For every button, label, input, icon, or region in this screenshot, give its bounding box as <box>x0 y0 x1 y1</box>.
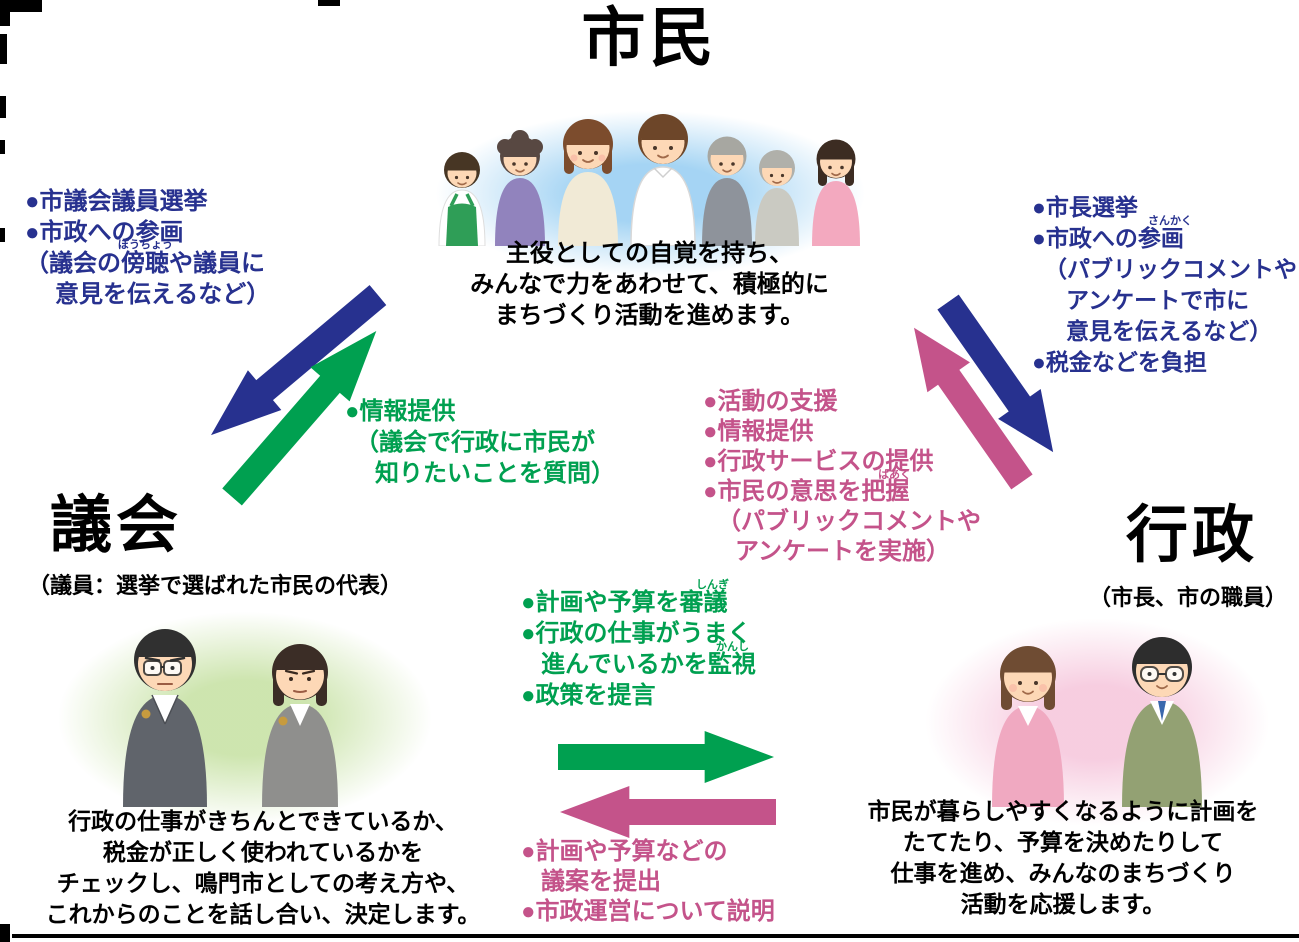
citizen-actions-to-admin-list: ●市長選挙 ●市政への参画 （パブリックコメントや アンケートで市に 意見を伝え… <box>1032 192 1297 378</box>
list-line: ●市長選挙 <box>1032 194 1138 220</box>
scan-artifact <box>0 140 5 154</box>
citizen-clerk <box>438 152 486 246</box>
list-line: 知りたいことを質問） <box>375 460 615 487</box>
council-subtitle: （議員：選挙で選ばれた市民の代表） <box>28 573 403 598</box>
list-line: 意見を伝えるなど） <box>55 281 271 308</box>
list-line: ●市政運営について説明 <box>521 898 775 925</box>
scan-artifact <box>318 0 340 6</box>
desc-line: たてたり、予算を決めたりして <box>902 829 1224 855</box>
list-line: 議案を提出 <box>541 868 661 895</box>
list-line: （議会で行政に市民が <box>355 429 595 456</box>
list-line: （パブリックコメントや <box>1044 256 1297 282</box>
citizen-woman-pink <box>812 139 860 246</box>
council-to-admin-oversight-list: ●計画や予算を審議 ●行政の仕事がうまく 進んでいるかを監視 ●政策を提言 <box>521 587 756 711</box>
list-line: ●計画や予算を審議 <box>521 589 728 616</box>
list-line: （議会の傍聴や議員に <box>25 250 265 277</box>
furigana-shingi: しんぎ <box>696 579 729 591</box>
list-line: ●行政の仕事がうまく <box>521 620 752 647</box>
arrow-admin-to-citizens <box>890 310 1045 498</box>
admin-to-citizens-support-list: ●活動の支援 ●情報提供 ●行政サービスの提供 ●市民の意思を把握 （パブリック… <box>703 387 981 567</box>
administration-title: 行政 <box>1126 501 1259 570</box>
desc-line: これからのことを話し合い、決定します。 <box>45 901 481 927</box>
arrow-citizens-to-admin <box>925 286 1077 470</box>
desc-line: 税金が正しく使われているかを <box>102 839 424 865</box>
council-member-female <box>262 644 338 807</box>
citizen-actions-to-council-list: ●市議会議員選挙 ●市政への参画 （議会の傍聴や議員に 意見を伝えるなど） <box>25 186 270 310</box>
citizen-man <box>630 114 696 246</box>
citizens-illustration <box>438 114 860 246</box>
citizens-title: 市民 <box>581 2 718 74</box>
citizen-girl <box>558 119 618 246</box>
list-line: アンケートで市に <box>1066 287 1250 313</box>
scan-artifact <box>0 0 10 26</box>
list-line: 進んでいるかを監視 <box>541 651 756 678</box>
council-description: 行政の仕事がきちんとできているか、 税金が正しく使われているかを チェックし、鳴… <box>8 806 518 930</box>
council-member-male <box>123 629 207 807</box>
furigana-bouchou: ぼうちょう <box>118 239 173 251</box>
council-illustration <box>123 629 338 807</box>
administration-illustration <box>992 637 1202 807</box>
admin-to-council-proposal-list: ●計画や予算などの 議案を提出 ●市政運営について説明 <box>521 837 775 927</box>
arrow-admin-to-council <box>558 784 776 840</box>
administration-subtitle: （市長、市の職員） <box>1089 585 1288 610</box>
citizen-elderly-man <box>702 136 752 246</box>
scan-artifact <box>0 0 42 12</box>
list-line: ●政策を提言 <box>521 682 656 709</box>
citizen-older-woman <box>495 130 545 246</box>
list-line: ●市議会議員選挙 <box>25 188 208 215</box>
list-line: ●行政サービスの提供 <box>703 448 934 475</box>
list-line: ●税金などを負担 <box>1032 349 1207 375</box>
furigana-sankaku: さんかく <box>1148 215 1192 227</box>
list-line: ●市政への参画 <box>25 219 184 246</box>
list-line: ●計画や予算などの <box>521 838 728 865</box>
arrow-council-to-admin <box>558 729 776 785</box>
administration-glow <box>895 600 1299 845</box>
list-line: 意見を伝えるなど） <box>1066 318 1273 344</box>
furigana-haaku: はあく <box>878 469 911 481</box>
administration-description: 市民が暮らしやすくなるように計画を たてたり、予算を決めたりして 仕事を進め、み… <box>822 796 1299 920</box>
desc-line: まちづくり活動を進めます。 <box>494 302 805 329</box>
list-line: （パブリックコメントや <box>717 508 981 535</box>
council-glow <box>25 593 465 843</box>
arrow-council-to-citizens <box>211 311 399 515</box>
desc-line: 活動を応援します。 <box>960 891 1166 917</box>
council-to-citizens-info-list: ●情報提供 （議会で行政に市民が 知りたいことを質問） <box>345 396 615 489</box>
desc-line: チェックし、鳴門市としての考え方や、 <box>56 870 470 896</box>
desc-line: 行政の仕事がきちんとできているか、 <box>68 808 458 834</box>
scan-artifact <box>0 34 7 64</box>
desc-line: みんなで力をあわせて、積極的に <box>470 271 829 298</box>
scan-artifact <box>12 934 1299 938</box>
arrow-citizens-to-council <box>191 274 396 458</box>
council-title: 議会 <box>50 491 183 560</box>
list-line: ●市政への参画 <box>1032 225 1184 251</box>
scan-artifact <box>0 924 10 942</box>
citizens-description: 主役としての自覚を持ち、 みんなで力をあわせて、積極的に まちづくり活動を進めま… <box>0 238 1299 331</box>
list-line: アンケートを実施） <box>735 538 951 565</box>
desc-line: 主役としての自覚を持ち、 <box>505 240 794 267</box>
list-line: ●市民の意思を把握 <box>703 478 910 505</box>
list-line: ●情報提供 <box>345 398 456 425</box>
list-line: ●情報提供 <box>703 418 814 445</box>
admin-staff-female <box>992 646 1064 807</box>
desc-line: 市民が暮らしやすくなるように計画を <box>867 798 1259 824</box>
admin-staff-male <box>1122 637 1202 807</box>
scan-artifact <box>0 228 5 242</box>
list-line: ●活動の支援 <box>703 388 838 415</box>
citizen-elderly-woman <box>755 150 799 246</box>
scan-artifact <box>0 96 6 118</box>
furigana-kanshi: かんし <box>716 641 749 653</box>
desc-line: 仕事を進め、みんなのまちづくり <box>890 860 1236 886</box>
